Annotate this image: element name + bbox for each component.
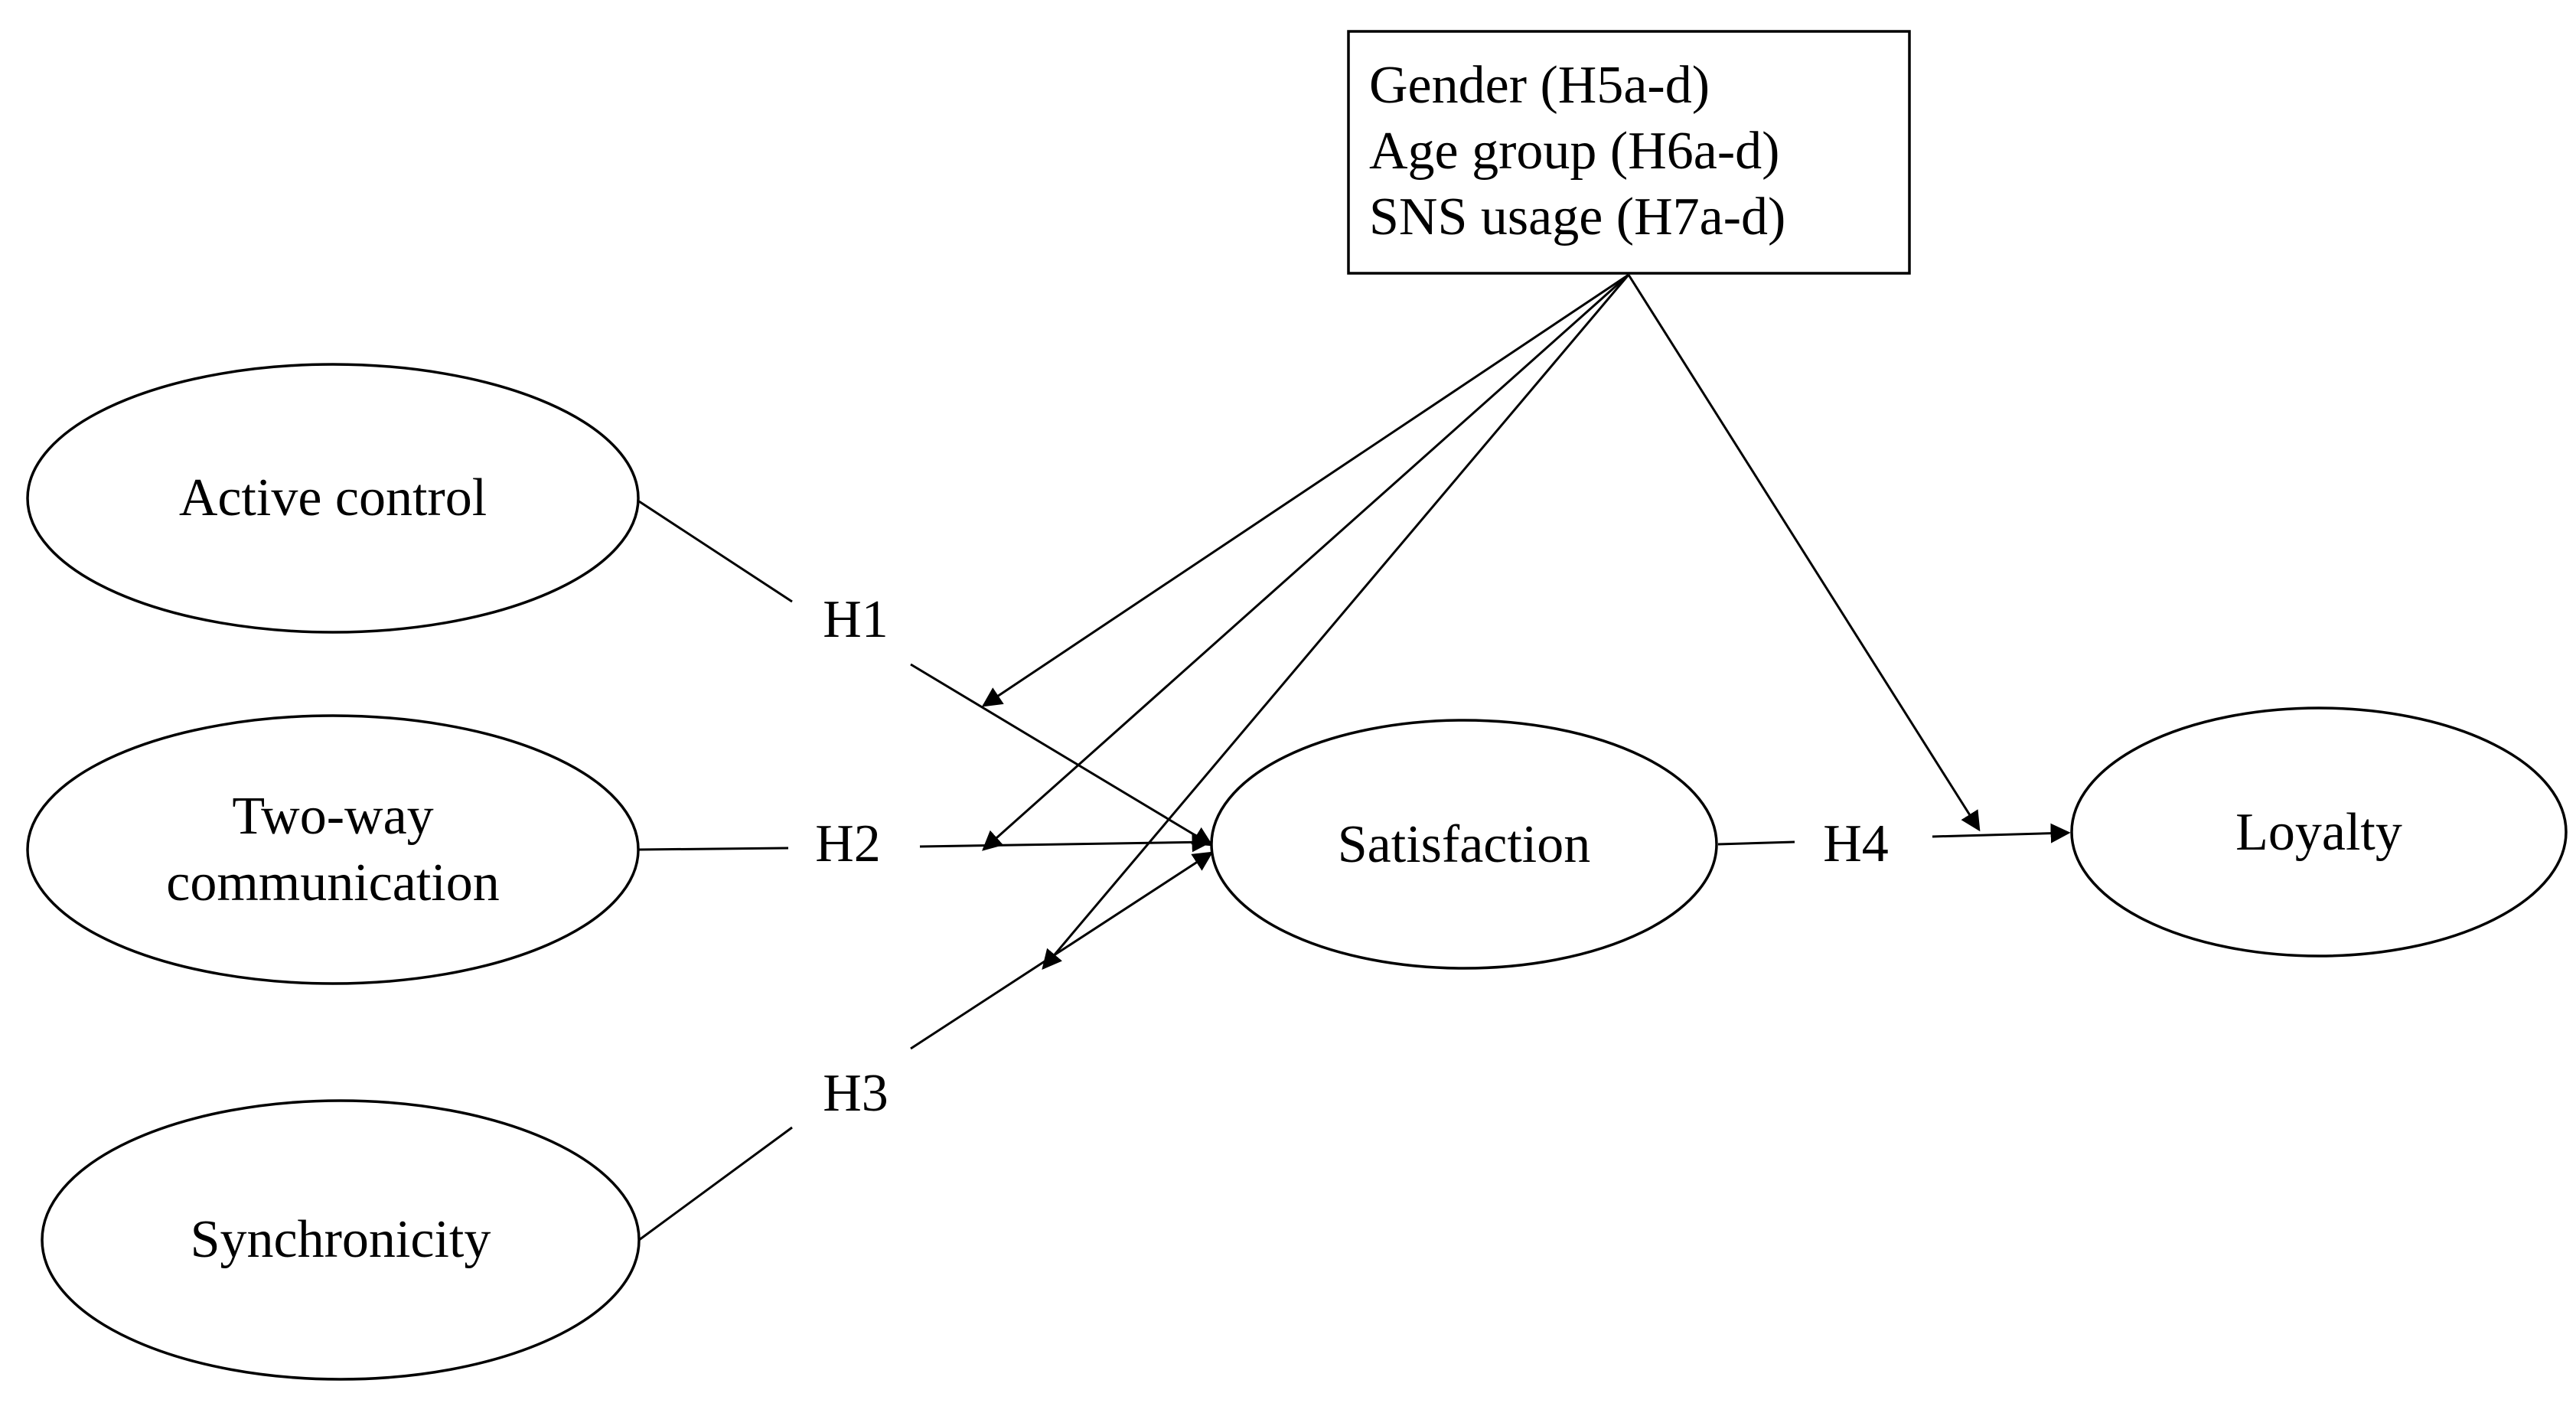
node-active-control: Active control [26, 363, 640, 634]
edge-active-control-to-h1 [638, 500, 793, 603]
node-label-two-way-line1: Two-way [232, 787, 433, 846]
moderator-line-age-group: Age group (H6a-d) [1369, 122, 1779, 181]
moderator-line-sns-usage: SNS usage (H7a-d) [1369, 188, 1785, 246]
edge-h1-to-satisfaction [910, 663, 1214, 847]
edge-two-way-to-h2 [638, 847, 789, 851]
edge-satisfaction-to-h4 [1717, 840, 1795, 846]
edge-h4-to-loyalty [1932, 823, 2071, 843]
node-satisfaction: Satisfaction [1210, 719, 1718, 970]
edge-h2-to-satisfaction [919, 832, 1212, 853]
node-label-two-way-line2: communication [166, 853, 499, 912]
node-synchronicity: Synchronicity [41, 1099, 641, 1381]
moderator-line-gender: Gender (H5a-d) [1369, 56, 1710, 115]
node-label-satisfaction: Satisfaction [1338, 815, 1590, 874]
moderator-arrow-h3 [1042, 274, 1630, 970]
moderator-arrow-h4 [1627, 274, 1981, 832]
hypothesis-label-h1: H1 [823, 590, 889, 649]
moderator-box: Gender (H5a-d) Age group (H6a-d) SNS usa… [1347, 30, 1911, 275]
moderator-arrow-h2 [982, 273, 1629, 851]
node-label-active-control: Active control [179, 468, 487, 527]
hypothesis-label-h4: H4 [1823, 814, 1889, 873]
edge-synchronicity-to-h3 [638, 1126, 793, 1241]
edge-h3-to-satisfaction [910, 851, 1214, 1050]
hypothesis-label-h2: H2 [815, 814, 881, 873]
node-loyalty: Loyalty [2070, 706, 2568, 958]
node-label-loyalty: Loyalty [2235, 803, 2402, 862]
node-label-synchronicity: Synchronicity [191, 1210, 491, 1269]
hypothesis-label-h3: H3 [823, 1064, 889, 1123]
moderator-arrow-h1 [981, 273, 1629, 707]
node-two-way-communication: Two-way communication [26, 714, 640, 985]
